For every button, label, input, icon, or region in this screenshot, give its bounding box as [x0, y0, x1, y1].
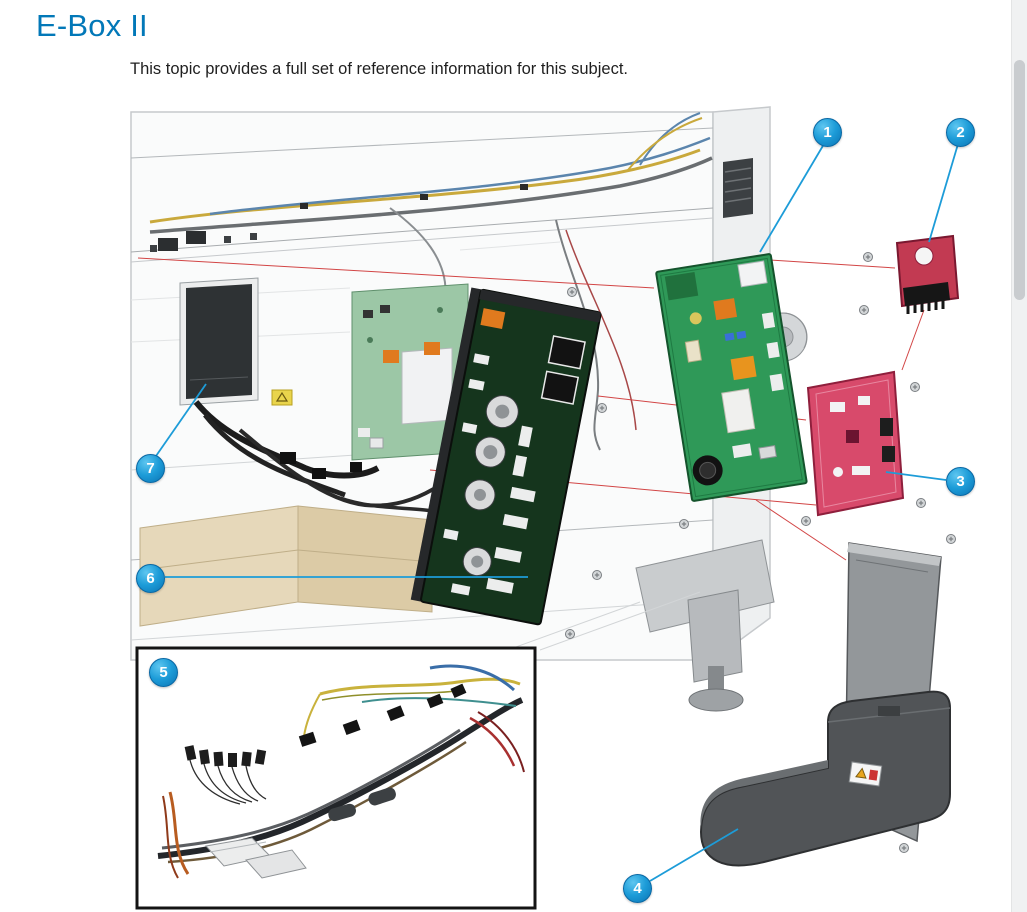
- vent-grille: [723, 158, 753, 218]
- callout-4: 4: [623, 874, 652, 903]
- power-supply-board: [655, 253, 808, 502]
- printer-stand-leg: [479, 539, 775, 712]
- callout-1: 1: [813, 118, 842, 147]
- cardboard-boxes: [139, 505, 433, 627]
- callout-2: 2: [946, 118, 975, 147]
- top-cable-harness: [149, 112, 713, 451]
- page-subtitle: This topic provides a full set of refere…: [130, 60, 628, 78]
- callout-7: 7: [136, 454, 165, 483]
- warning-label: [848, 761, 883, 787]
- pink-pca-board: [806, 370, 905, 517]
- psu-blank-panel: [179, 277, 259, 406]
- callout-leader-lines: [155, 143, 959, 882]
- scrollbar-thumb[interactable]: [1014, 60, 1025, 300]
- scrollbar[interactable]: [1011, 0, 1027, 912]
- callout-6: 6: [136, 564, 165, 593]
- page-title: E-Box II: [36, 8, 148, 43]
- small-red-pca-board: [895, 234, 960, 314]
- interconnect-board: [410, 287, 602, 626]
- callout-5: 5: [149, 658, 178, 687]
- callout-3: 3: [946, 467, 975, 496]
- cable-harness-inset: [135, 646, 537, 910]
- ebox-cover: [699, 542, 951, 867]
- chassis-pca: [351, 283, 469, 461]
- warning-label-small: [271, 389, 293, 406]
- printer-chassis: [130, 106, 808, 712]
